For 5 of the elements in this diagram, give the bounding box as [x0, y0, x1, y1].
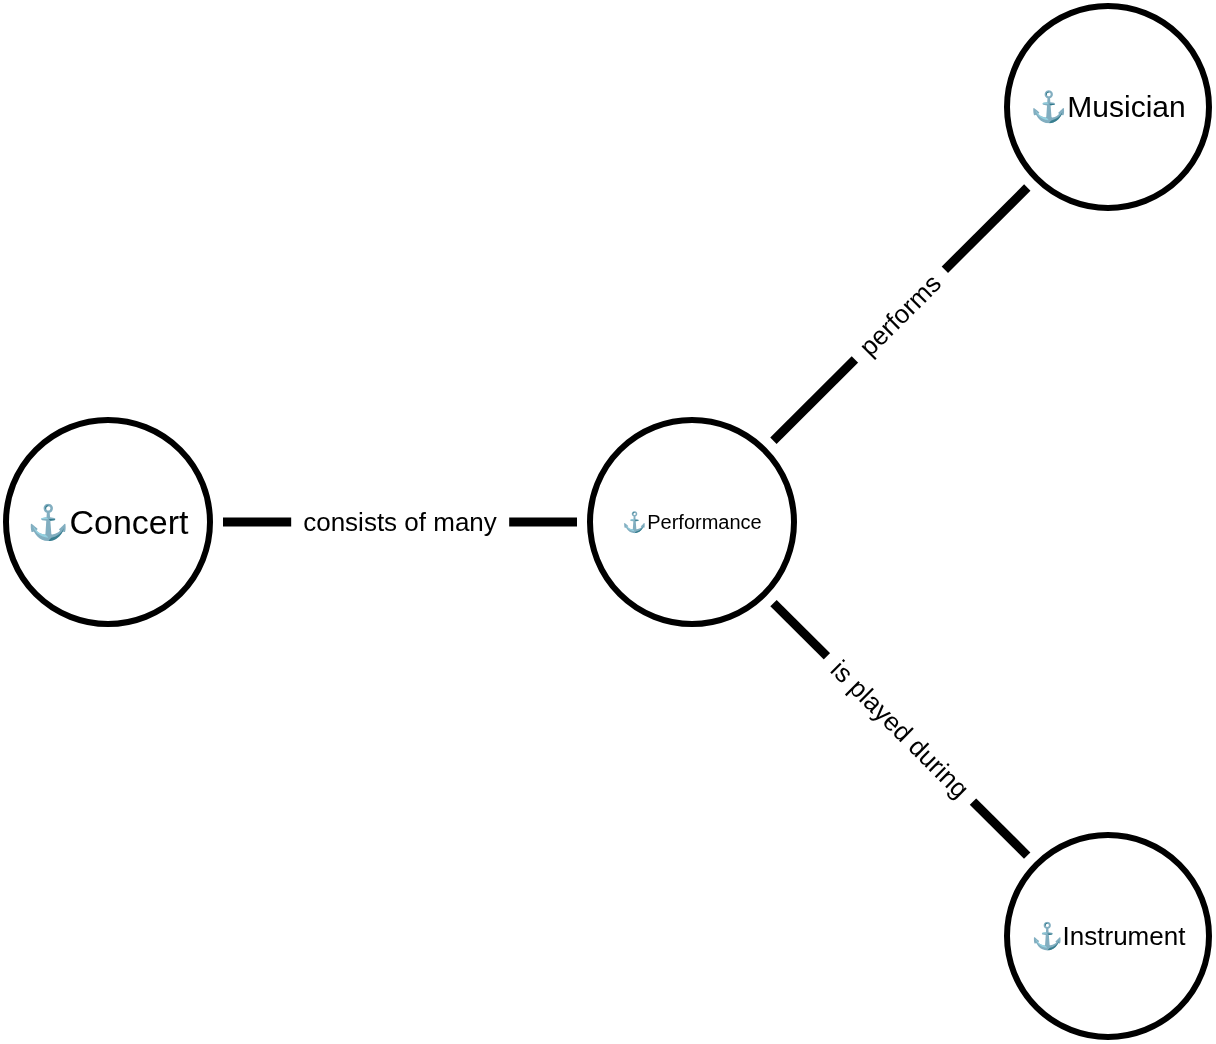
node-label: ⚓Musician	[1030, 92, 1186, 122]
node-label: ⚓Concert	[27, 505, 189, 539]
node-label: ⚓Performance	[622, 512, 762, 532]
node-label: ⚓Instrument	[1030, 923, 1186, 949]
edge-label: consists of many	[291, 509, 509, 535]
